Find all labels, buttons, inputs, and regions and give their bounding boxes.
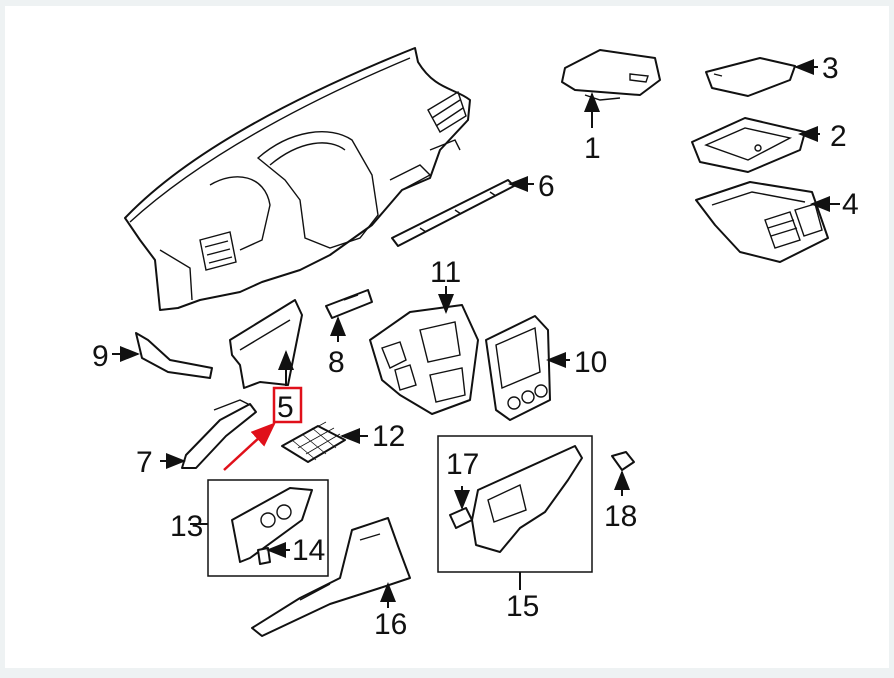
knee-bolster-part-7 xyxy=(181,399,257,469)
callout-17: 17 xyxy=(446,448,479,481)
callout-12: 12 xyxy=(372,420,405,453)
callout-15: 15 xyxy=(506,590,539,623)
group-box-13-14 xyxy=(207,479,329,577)
trim-strip-part-6 xyxy=(391,179,515,247)
callout-8: 8 xyxy=(328,346,345,379)
callout-7: 7 xyxy=(136,446,153,479)
trim-panel-part-5 xyxy=(229,299,303,389)
tray-part-2 xyxy=(691,117,806,173)
callout-16: 16 xyxy=(374,608,407,641)
callout-14: 14 xyxy=(292,534,325,567)
bracket-part-9 xyxy=(135,332,213,379)
callout-3: 3 xyxy=(822,52,839,85)
callout-5: 5 xyxy=(277,391,294,424)
callout-1: 1 xyxy=(584,132,601,165)
instrument-panel-part xyxy=(124,47,471,311)
callout-4: 4 xyxy=(842,188,859,221)
callout-10: 10 xyxy=(574,346,607,379)
side-panel-part-16 xyxy=(251,517,411,637)
callout-18: 18 xyxy=(604,500,637,533)
callout-13: 13 xyxy=(170,510,203,543)
switch-part-8 xyxy=(325,289,373,319)
center-bracket-part-11 xyxy=(369,304,479,415)
highlight-arrow xyxy=(223,422,276,471)
knob-part-18 xyxy=(611,451,635,471)
radio-bezel-part-10 xyxy=(485,315,551,421)
bezel-part-4 xyxy=(695,181,829,263)
callout-9: 9 xyxy=(92,340,109,373)
switch-part-17 xyxy=(449,507,473,529)
highlight-box-5 xyxy=(272,386,303,424)
callout-6: 6 xyxy=(538,170,555,203)
finish-panel-part-13 xyxy=(231,487,313,563)
callout-11: 11 xyxy=(430,256,461,289)
group-box-15-17 xyxy=(437,435,593,573)
callout-2: 2 xyxy=(830,120,847,153)
mat-part-12 xyxy=(281,421,346,463)
cover-part-3 xyxy=(705,57,796,97)
storage-lid-part-1 xyxy=(561,49,661,101)
console-part-15 xyxy=(471,445,583,553)
